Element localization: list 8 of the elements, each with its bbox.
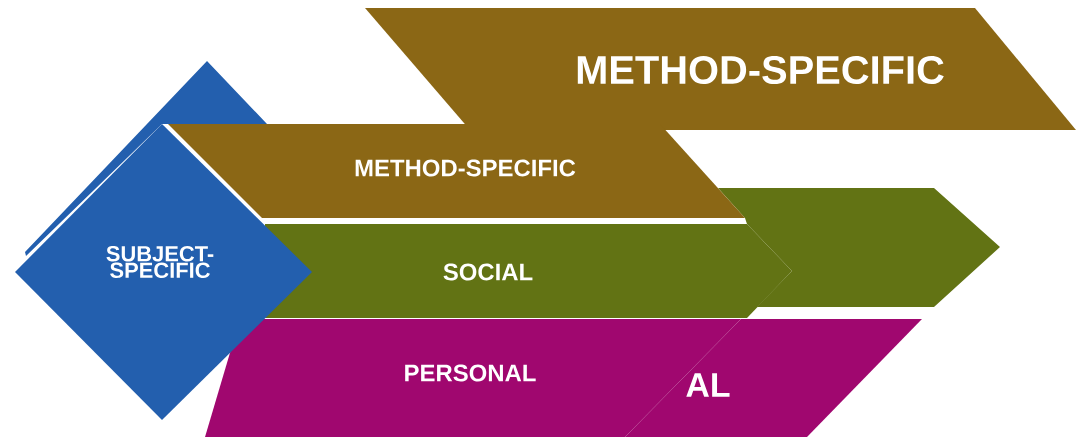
band: METHOD-SPECIFIC <box>168 124 745 218</box>
node-label: PERSONAL <box>405 364 536 382</box>
node-label: AL <box>686 373 730 397</box>
band: METHOD-SPECIFIC <box>365 8 1076 130</box>
node-label: SOCIAL <box>443 263 533 281</box>
band: SOCIAL <box>265 224 792 318</box>
band <box>718 188 1000 307</box>
band: AL <box>625 319 922 437</box>
